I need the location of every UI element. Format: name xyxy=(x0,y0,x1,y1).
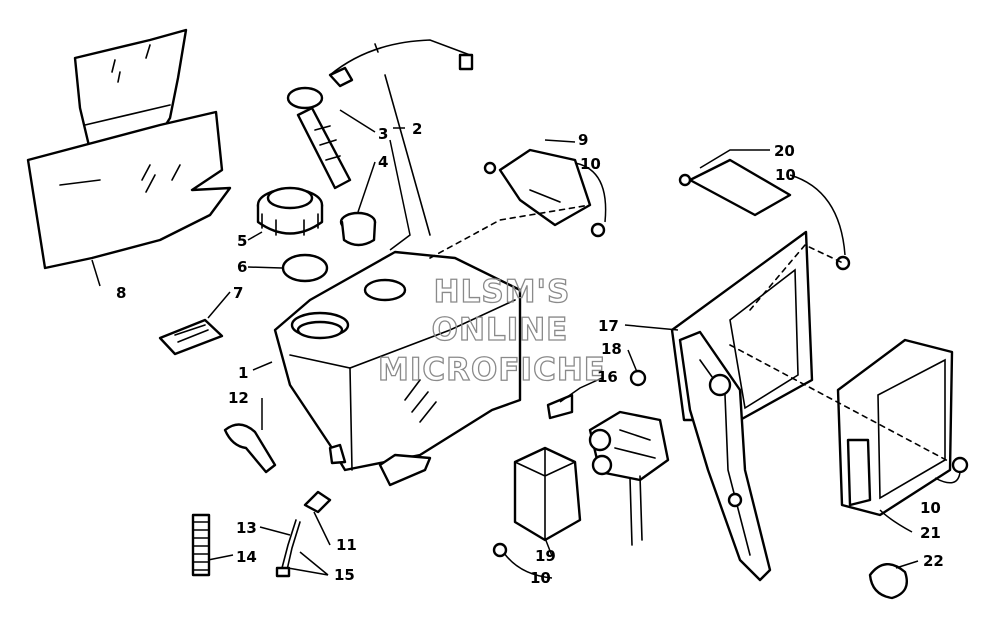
callout-20: 20 xyxy=(774,142,795,160)
callout-12: 12 xyxy=(228,389,249,407)
callout-8: 8 xyxy=(116,284,126,302)
callout-10-c: 10 xyxy=(920,499,941,517)
bracket-part-20 xyxy=(678,158,851,271)
drain-hose-part-12 xyxy=(223,423,277,474)
callouts: 1 2 3 4 5 6 7 8 9 10 10 10 10 11 12 13 1… xyxy=(116,120,944,587)
callout-11: 11 xyxy=(336,536,357,554)
callout-3: 3 xyxy=(378,125,388,143)
callout-7: 7 xyxy=(233,284,243,302)
leader-lines xyxy=(91,109,961,579)
callout-10-d: 10 xyxy=(530,569,551,587)
callout-9: 9 xyxy=(578,131,588,149)
clamp-part-22 xyxy=(868,563,909,600)
watermark: HLSM'S ONLINE MICROFICHE xyxy=(377,273,606,388)
nut-part-18 xyxy=(629,369,647,387)
callout-18: 18 xyxy=(601,340,622,358)
callout-14: 14 xyxy=(236,548,257,566)
callout-6: 6 xyxy=(237,258,247,276)
module-box-part-21 xyxy=(836,338,969,517)
oil-tank-part-1 xyxy=(273,250,522,487)
callout-10-a: 10 xyxy=(580,155,601,173)
module-box-part-19 xyxy=(492,446,582,558)
callout-2: 2 xyxy=(412,120,422,138)
watermark-line-1: HLSM'S xyxy=(434,274,571,310)
callout-15: 15 xyxy=(334,566,355,584)
filler-cap-part-5 xyxy=(256,186,324,236)
decal-part-7 xyxy=(158,318,224,356)
watermark-line-2: ONLINE xyxy=(432,312,569,348)
callout-13: 13 xyxy=(236,519,257,537)
callout-4: 4 xyxy=(378,153,388,171)
oil-neck-part-4 xyxy=(339,211,377,247)
spring-part-14 xyxy=(191,513,211,577)
connector-part-11 xyxy=(303,490,332,514)
callout-1: 1 xyxy=(238,364,248,382)
watermark-line-3: MICROFICHE xyxy=(378,352,606,388)
callout-22: 22 xyxy=(923,552,944,570)
gasket-part-6 xyxy=(281,253,329,283)
callout-5: 5 xyxy=(237,232,247,250)
valve-assembly xyxy=(588,410,670,546)
sender-wire-part-2 xyxy=(328,39,474,236)
callout-19: 19 xyxy=(535,547,556,565)
hose-part-13 xyxy=(275,519,301,578)
support-arm xyxy=(678,330,772,582)
decal-part-8 xyxy=(26,28,232,270)
callout-21: 21 xyxy=(920,524,941,542)
oil-cap-part-3 xyxy=(286,86,352,190)
callout-10-b: 10 xyxy=(775,166,796,184)
callout-17: 17 xyxy=(598,317,619,335)
decal-part-16 xyxy=(546,393,574,420)
callout-16: 16 xyxy=(597,368,618,386)
